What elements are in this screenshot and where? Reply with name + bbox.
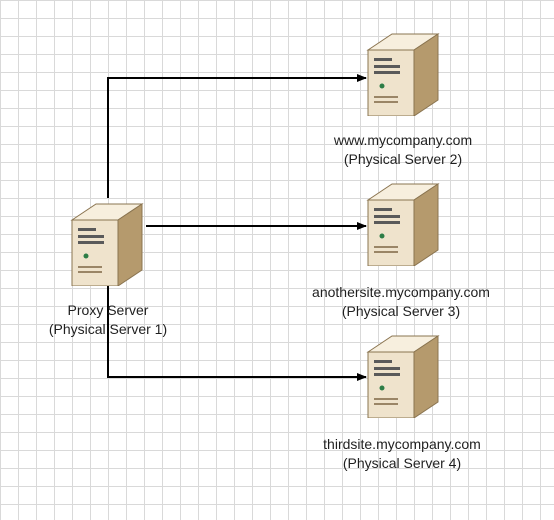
server-3-name: anothersite.mycompany.com bbox=[312, 284, 490, 300]
server-icon bbox=[70, 203, 144, 286]
server-4-subtitle: (Physical Server 4) bbox=[342, 455, 462, 471]
server-node-4[interactable] bbox=[366, 330, 440, 418]
proxy-server-label: Proxy Server (Physical Server 1) bbox=[49, 301, 167, 339]
server-icon bbox=[366, 183, 440, 266]
server-node-2[interactable] bbox=[366, 28, 440, 116]
connector-to-server-2 bbox=[107, 74, 367, 198]
server-2-label: www.mycompany.com (Physical Server 2) bbox=[334, 131, 472, 169]
server-2-subtitle: (Physical Server 2) bbox=[343, 151, 463, 167]
server-icon bbox=[366, 33, 440, 116]
connector-to-server-4 bbox=[107, 286, 367, 381]
server-4-name: thirdsite.mycompany.com bbox=[323, 436, 481, 452]
server-3-label: anothersite.mycompany.com (Physical Serv… bbox=[312, 283, 490, 321]
proxy-server-node[interactable] bbox=[70, 198, 144, 286]
server-icon bbox=[366, 335, 440, 418]
server-2-name: www.mycompany.com bbox=[333, 132, 473, 148]
server-node-3[interactable] bbox=[366, 178, 440, 266]
proxy-server-subtitle: (Physical Server 1) bbox=[48, 321, 168, 337]
proxy-server-name: Proxy Server bbox=[67, 302, 149, 318]
server-3-subtitle: (Physical Server 3) bbox=[341, 303, 461, 319]
server-4-label: thirdsite.mycompany.com (Physical Server… bbox=[323, 435, 481, 473]
